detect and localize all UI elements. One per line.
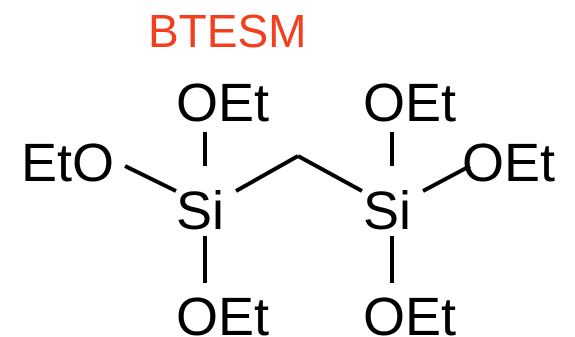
right-si-bottom-oet-label: OEt (363, 287, 456, 337)
bond-left-si-methylene (235, 154, 299, 193)
compound-name: BTESM (148, 5, 306, 57)
right-silicon-label: Si (363, 181, 411, 241)
bond-left-si-eto (124, 164, 177, 193)
left-silicon-label: Si (176, 181, 224, 241)
right-si-right-oet-label: OEt (462, 133, 555, 193)
bond-methylene-right-si (297, 154, 363, 193)
left-si-top-oet-label: OEt (176, 73, 269, 133)
bond-right-si-right-oet (422, 164, 471, 193)
left-si-eto-label: EtO (21, 133, 114, 193)
right-si-top-oet-label: OEt (363, 73, 456, 133)
left-si-bottom-oet-label: OEt (176, 287, 269, 337)
